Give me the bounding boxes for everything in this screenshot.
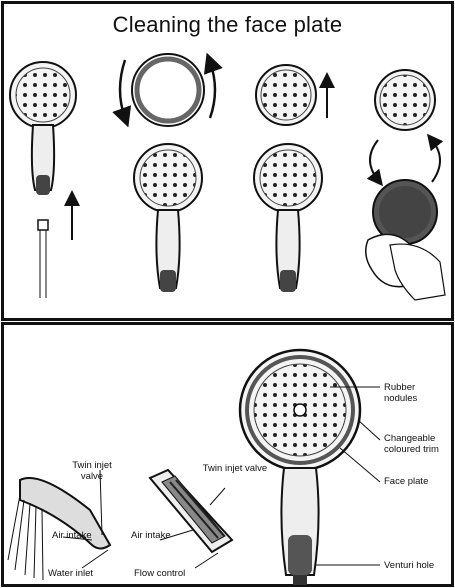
handle-cutaway-icon <box>150 470 232 568</box>
rubber-nodules-label: Rubber nodules <box>384 382 444 404</box>
water-inlet-label: Water inlet <box>48 568 108 579</box>
side-cutaway-shower-icon <box>8 470 110 580</box>
step2-rotate-faceplate-icon <box>120 54 215 292</box>
face-plate-label: Face plate <box>384 476 444 487</box>
venturi-hole-label: Venturi hole <box>384 560 452 571</box>
flow-control-label: Flow control <box>134 568 204 579</box>
twin-injet-valve-left-label: Twin injet valve <box>62 460 122 482</box>
twin-injet-valve-mid-label: Twin injet valve <box>200 463 270 474</box>
step3-lift-faceplate-icon <box>254 65 327 292</box>
step1-shower-head-icon <box>10 62 76 298</box>
air-intake-left-label: Air intake <box>52 530 92 541</box>
step4-clean-cloth-icon <box>366 70 445 300</box>
air-intake-mid-label: Air intake <box>131 530 171 541</box>
changeable-trim-label: Changeable coloured trim <box>384 433 452 455</box>
